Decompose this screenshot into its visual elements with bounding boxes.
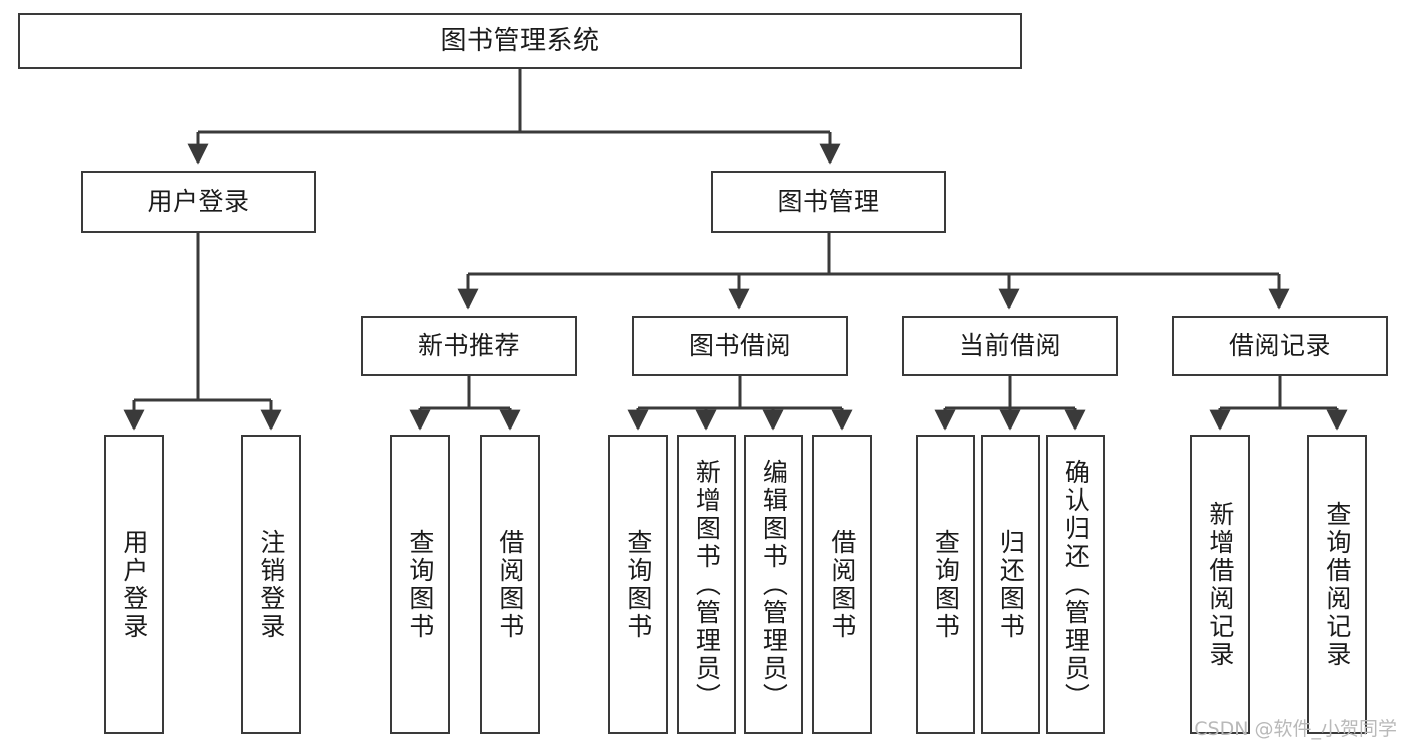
leaf-borrow-add-book-admin[interactable]: 新增图书（管理员） bbox=[677, 435, 736, 734]
leaf-new-book-borrow[interactable]: 借阅图书 bbox=[480, 435, 540, 734]
leaf-label: 借阅图书 bbox=[827, 528, 857, 641]
leaf-user-login-login[interactable]: 用户登录 bbox=[104, 435, 164, 734]
leaf-label: 查询图书 bbox=[931, 528, 961, 641]
leaf-borrow-query-book[interactable]: 查询图书 bbox=[608, 435, 668, 734]
leaf-user-login-logout[interactable]: 注销登录 bbox=[241, 435, 301, 734]
leaf-new-book-query[interactable]: 查询图书 bbox=[390, 435, 450, 734]
leaf-borrow-edit-book-admin[interactable]: 编辑图书（管理员） bbox=[744, 435, 803, 734]
node-borrow-record[interactable]: 借阅记录 bbox=[1172, 316, 1388, 376]
leaf-label: 编辑图书（管理员） bbox=[759, 458, 789, 711]
csdn-watermark: CSDN @软件_小贺同学 bbox=[1194, 718, 1397, 740]
leaf-borrow-borrow-book[interactable]: 借阅图书 bbox=[812, 435, 872, 734]
leaf-label: 用户登录 bbox=[119, 528, 149, 641]
leaf-current-return-book[interactable]: 归还图书 bbox=[981, 435, 1040, 734]
node-current-borrow[interactable]: 当前借阅 bbox=[902, 316, 1118, 376]
leaf-label: 查询图书 bbox=[623, 528, 653, 641]
leaf-current-query-book[interactable]: 查询图书 bbox=[916, 435, 975, 734]
leaf-current-confirm-return-admin[interactable]: 确认归还（管理员） bbox=[1046, 435, 1105, 734]
leaf-label: 新增借阅记录 bbox=[1205, 500, 1235, 669]
leaf-label: 新增图书（管理员） bbox=[692, 458, 722, 711]
leaf-label: 查询借阅记录 bbox=[1322, 500, 1352, 669]
node-book-management[interactable]: 图书管理 bbox=[711, 171, 946, 233]
leaf-label: 确认归还（管理员） bbox=[1061, 458, 1091, 711]
leaf-record-add-record[interactable]: 新增借阅记录 bbox=[1190, 435, 1250, 734]
node-root-system[interactable]: 图书管理系统 bbox=[18, 13, 1022, 69]
leaf-label: 借阅图书 bbox=[495, 528, 525, 641]
node-user-login[interactable]: 用户登录 bbox=[81, 171, 316, 233]
leaf-label: 查询图书 bbox=[405, 528, 435, 641]
node-new-book-recommend[interactable]: 新书推荐 bbox=[361, 316, 577, 376]
leaf-label: 归还图书 bbox=[996, 528, 1026, 641]
leaf-record-query-record[interactable]: 查询借阅记录 bbox=[1307, 435, 1367, 734]
node-book-borrow[interactable]: 图书借阅 bbox=[632, 316, 848, 376]
leaf-label: 注销登录 bbox=[256, 528, 286, 641]
